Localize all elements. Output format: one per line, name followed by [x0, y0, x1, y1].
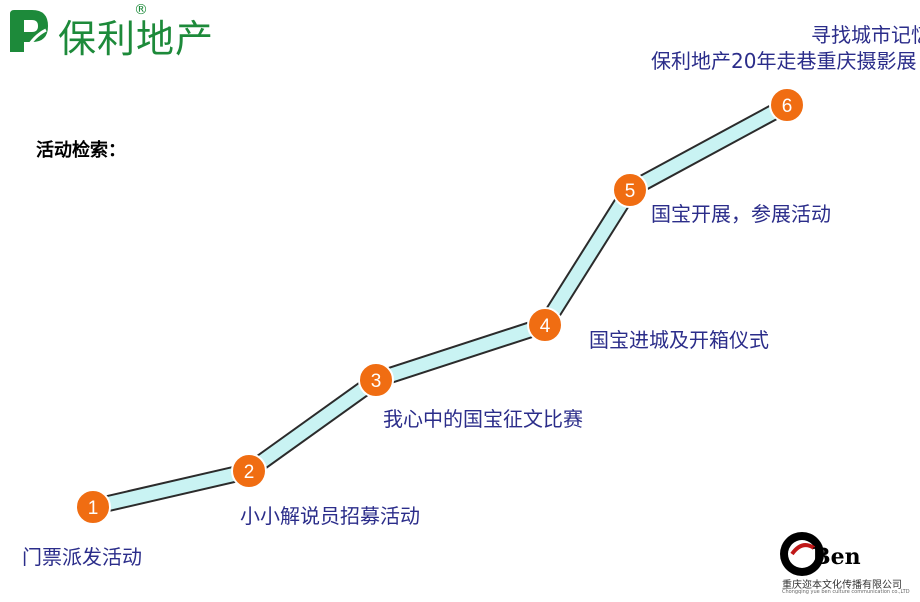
step-1-number: 1 [88, 498, 99, 519]
company-logo: Ben 重庆迩本文化传播有限公司 Chongqing yue ben cultu… [778, 530, 920, 596]
ben-mark: Ben [812, 544, 861, 570]
polyreal-logo: 保利地产 ® [4, 2, 224, 61]
route-nodes: 1 2 3 4 5 6 [75, 87, 805, 525]
step-6-node: 6 [769, 87, 805, 123]
company-name: 重庆迩本文化传播有限公司 [782, 580, 902, 591]
ben-logo-icon [780, 532, 824, 576]
step-1-circle [75, 489, 111, 525]
step-2-node: 2 [231, 453, 267, 489]
step-4-node: 4 [527, 307, 563, 343]
step-1-label: 门票派发活动 [22, 545, 142, 569]
step-2-number: 2 [244, 462, 255, 483]
step-3-number: 3 [371, 371, 382, 392]
step-6-label-line1: 寻找城市记忆 [811, 23, 920, 47]
step-3-node: 3 [358, 362, 394, 398]
step-6-circle [769, 87, 805, 123]
step-3-circle [358, 362, 394, 398]
step-4-circle [527, 307, 563, 343]
route-band [91, 97, 792, 516]
step-6-label-line2: 保利地产20年走巷重庆摄影展 [651, 49, 917, 73]
step-4-number: 4 [540, 316, 551, 337]
company-subtitle: Chongqing yue ben culture communication … [782, 589, 910, 595]
step-5-number: 5 [625, 181, 636, 202]
step-6-number: 6 [782, 96, 793, 117]
step-4-label: 国宝进城及开箱仪式 [589, 328, 769, 352]
step-5-label: 国宝开展，参展活动 [651, 202, 831, 226]
step-3-label: 我心中的国宝征文比赛 [383, 407, 583, 431]
activity-search-label: 活动检索： [36, 140, 126, 161]
step-2-label: 小小解说员招募活动 [240, 504, 420, 528]
step-5-circle [612, 172, 648, 208]
registered-mark: ® [134, 2, 148, 18]
step-1-node: 1 [75, 489, 111, 525]
route-band-fill [91, 99, 791, 514]
step-5-node: 5 [612, 172, 648, 208]
step-6-label: 寻找城市记忆 保利地产20年走巷重庆摄影展 [651, 22, 920, 74]
logo-text: 保利地产 [58, 17, 215, 61]
poly-p-icon [10, 10, 48, 52]
step-2-circle [231, 453, 267, 489]
